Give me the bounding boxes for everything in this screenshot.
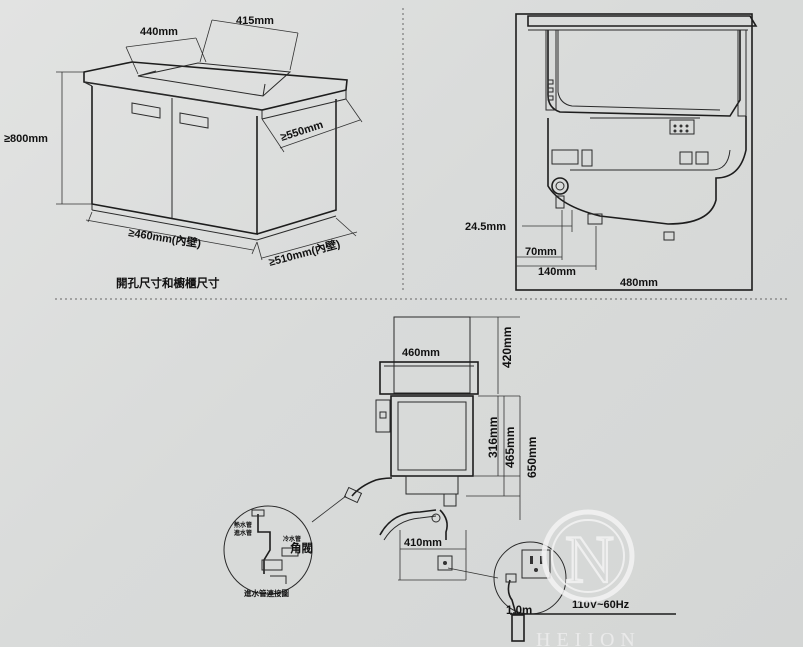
cabinet-caption: 開孔尺寸和櫥櫃尺寸 (116, 276, 220, 290)
plumbing-label-a: 熱水管 (234, 521, 252, 529)
cabinet-drawing: 440mm 415mm ≥800mm ≥550mm ≥460mm(內壁) ≥51… (4, 15, 363, 290)
front-width-top: 460mm (402, 347, 440, 359)
brand-watermark: N HEIION (536, 509, 641, 647)
front-width-bottom: 410mm (404, 537, 442, 549)
side-dim-70: 70mm (525, 246, 557, 258)
plumbing-label-b: 進水管 (234, 529, 252, 537)
side-view-drawing: 24.5mm 70mm 140mm 480mm (465, 13, 758, 291)
cabinet-height-label: ≥800mm (4, 133, 48, 145)
inner-width-label: ≥460mm(內壁) (128, 225, 203, 250)
front-height-465: 465mm (503, 427, 517, 468)
front-view-drawing: 460mm 410mm 420mm 316mm (343, 316, 539, 581)
front-height-650: 650mm (525, 437, 539, 478)
side-dim-24-5: 24.5mm (465, 221, 506, 233)
plumbing-caption: 進水管連接圖 (244, 588, 289, 598)
angle-valve-label: 角閥 (290, 541, 313, 555)
plumbing-detail: 熱水管 進水管 冷水管 角閥 進水管連接圖 (223, 495, 347, 598)
front-height-420: 420mm (500, 327, 514, 368)
opening-depth-label: 415mm (236, 15, 274, 27)
front-height-316: 316mm (486, 417, 500, 458)
opening-width-label: 440mm (140, 26, 178, 38)
watermark-letter: N (565, 521, 614, 597)
side-dim-480: 480mm (620, 277, 658, 289)
side-dim-140: 140mm (538, 266, 576, 278)
watermark-brand: HEIION (536, 629, 641, 647)
inner-depth-label: ≥510mm(內壁) (267, 236, 342, 269)
plumbing-label-c: 冷水管 (283, 535, 301, 543)
